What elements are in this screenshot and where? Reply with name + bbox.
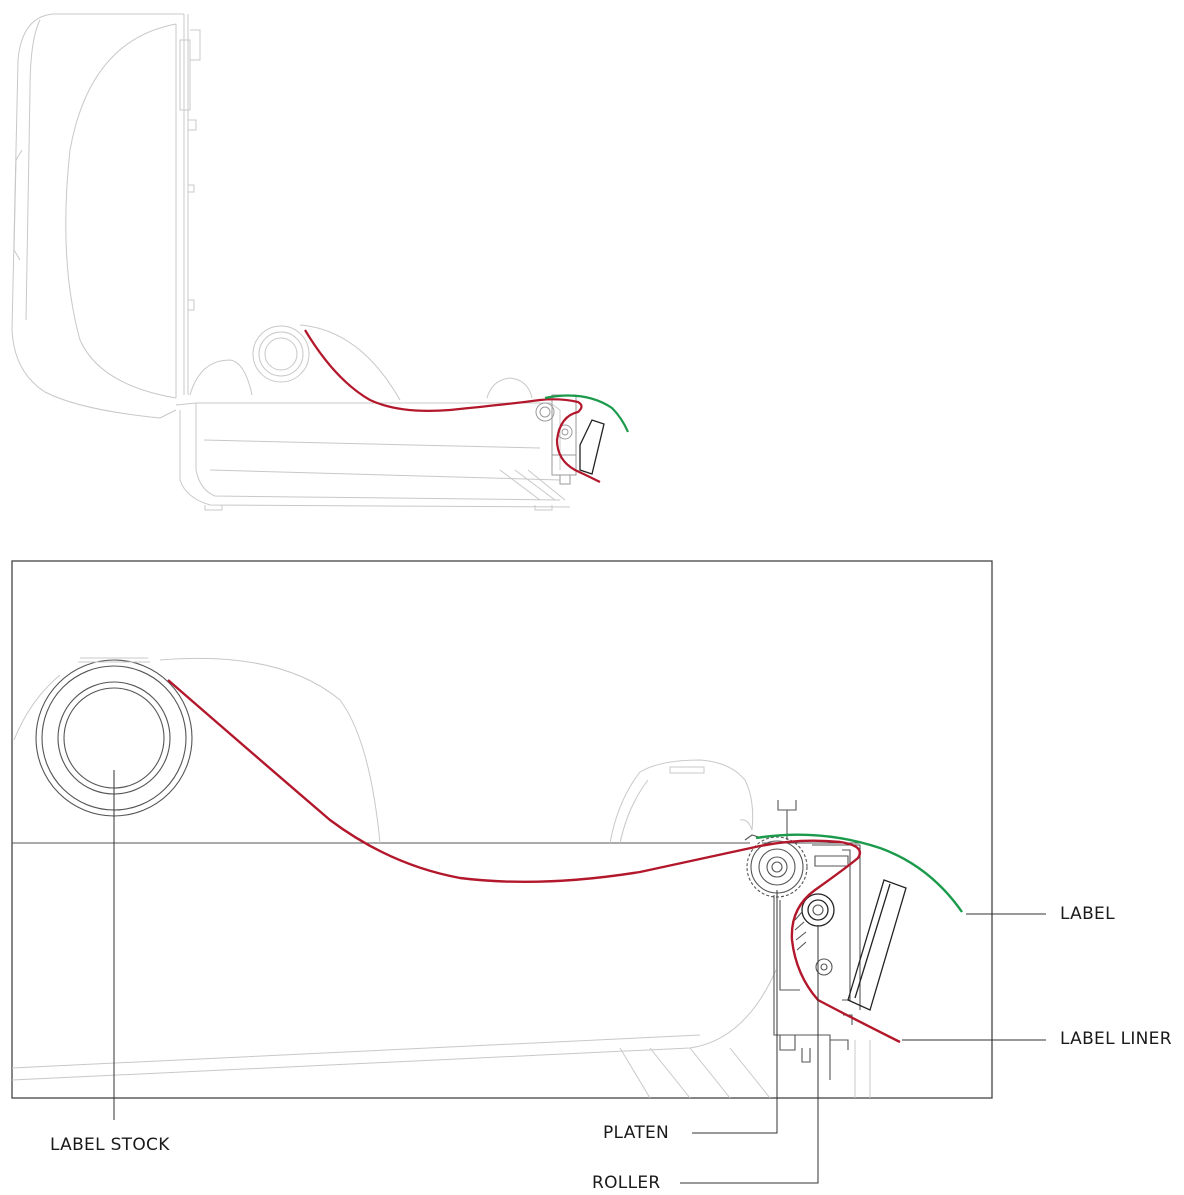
detail-frame	[11, 560, 993, 1099]
overview-liner-path	[304, 329, 601, 483]
overview-label-path	[544, 394, 630, 433]
printer-lid	[11, 13, 201, 419]
leader-lines	[113, 770, 1046, 1184]
detail-view	[11, 560, 1046, 1184]
leader-roller	[680, 925, 819, 1184]
leader-platen	[692, 890, 778, 1134]
printer-base	[175, 324, 605, 511]
platen-callout: PLATEN	[603, 1123, 670, 1143]
printer-overview	[11, 13, 630, 511]
label-liner-callout: LABEL LINER	[1060, 1029, 1172, 1049]
label-stock-callout: LABEL STOCK	[50, 1135, 170, 1155]
roller-callout: ROLLER	[592, 1173, 661, 1193]
liner-path	[167, 679, 901, 1044]
label-callout: LABEL	[1060, 904, 1115, 924]
label-path	[755, 833, 963, 913]
